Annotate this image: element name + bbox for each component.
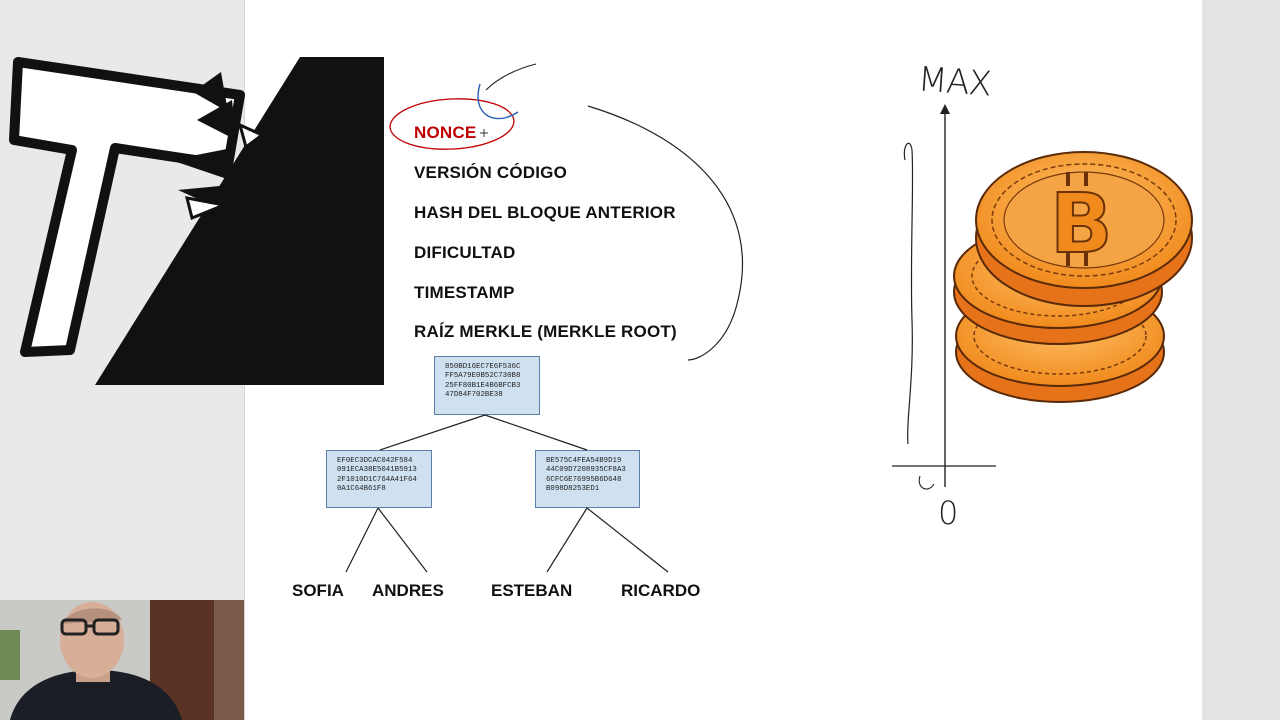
header-item-timestamp: TIMESTAMP: [414, 283, 515, 302]
webcam-overlay: [0, 600, 244, 720]
leaf-sofia: SOFIA: [292, 581, 344, 600]
bitcoin-coin-stack: B: [953, 151, 1193, 403]
header-item-nonce: NONCE: [414, 123, 477, 142]
max-label: MAX: [916, 59, 993, 105]
stylized-t-logo: [9, 57, 384, 385]
leaf-andres: ANDRES: [372, 581, 444, 600]
header-item-prev-hash: HASH DEL BLOQUE ANTERIOR: [414, 203, 676, 222]
header-item-version: VERSIÓN CÓDIGO: [414, 163, 567, 182]
merkle-root-box: 850BD16EC7E6F536C FF5A79E0B52C730B8 25FF…: [434, 356, 540, 415]
zero-label: 0: [938, 494, 959, 532]
header-item-merkle-root: RAÍZ MERKLE (MERKLE ROOT): [414, 322, 677, 341]
svg-text:B: B: [1050, 177, 1113, 272]
header-item-difficulty: DIFICULTAD: [414, 243, 516, 262]
merkle-right-box: BE575C4FEA54B9D19 44C09D7208935CF8A3 6CF…: [535, 450, 640, 508]
right-gutter: [1202, 0, 1280, 720]
leaf-esteban: ESTEBAN: [491, 581, 573, 600]
merkle-left-box: EF0EC3DCAC042F584 091ECA38E5041B5913 2F1…: [326, 450, 432, 508]
leaf-ricardo: RICARDO: [621, 581, 701, 600]
